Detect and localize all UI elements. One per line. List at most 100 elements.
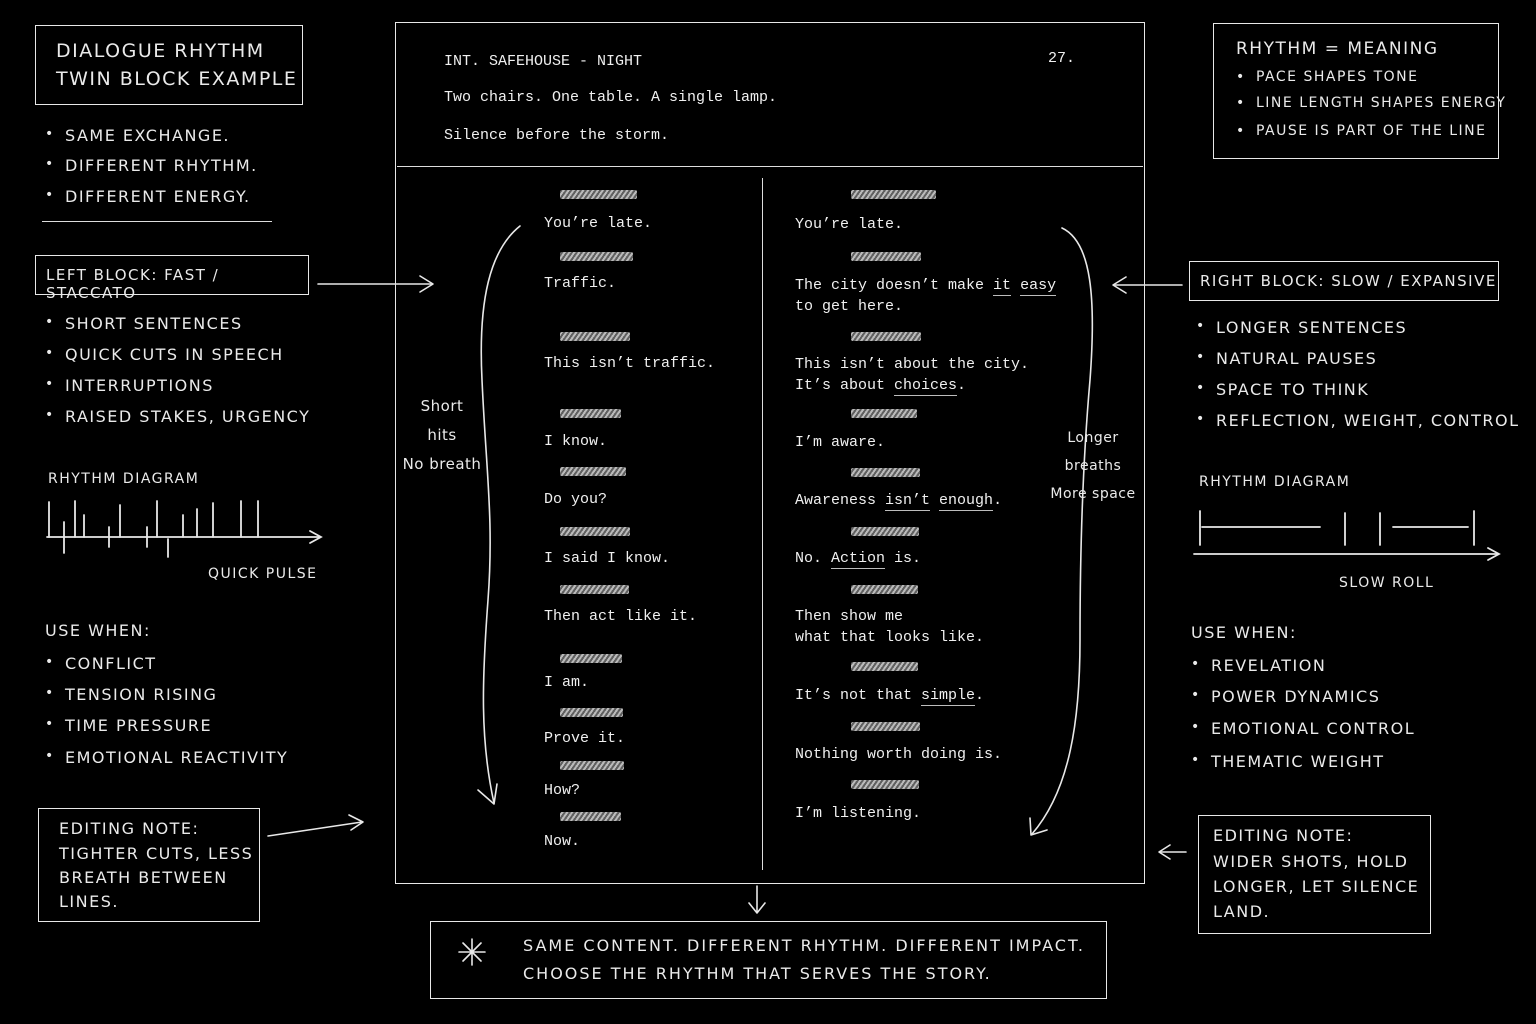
character-cue-bar (851, 468, 920, 477)
character-cue-bar (851, 585, 918, 594)
intro-bullet: Different rhythm. (45, 156, 258, 187)
left-dialogue-line: Do you? (544, 491, 608, 508)
right-editing-note-box: Editing note: Wider shots, hold longer, … (1198, 815, 1431, 934)
left-use-when-item: Emotional reactivity (45, 748, 288, 767)
character-cue-bar (560, 467, 626, 476)
slugline: INT. SAFEHOUSE - NIGHT (444, 53, 643, 70)
left-side-note-line: hits (427, 426, 457, 444)
left-dialogue-line: I am. (544, 674, 590, 691)
rhythm-meaning-bullets: Pace shapes tone Line length shapes ener… (1236, 69, 1506, 139)
left-diagram-caption: Quick pulse (208, 566, 318, 582)
footer-line-2: Choose the rhythm that serves the story. (523, 964, 992, 983)
rhythm-meaning-box: Rhythm = Meaning Pace shapes tone Line l… (1213, 23, 1505, 159)
right-dialogue-line: Then show me (795, 608, 904, 625)
left-block-label: Left Block: Fast / Staccato (46, 266, 220, 302)
left-editing-note-line: Tighter cuts, less (59, 844, 254, 863)
right-side-note-line: Longer (1067, 430, 1119, 446)
script-header-divider (397, 166, 1143, 167)
right-dialogue-line: It’s not that simple. (795, 687, 985, 706)
character-cue-bar (560, 585, 629, 594)
right-rhythm-diagram (1193, 510, 1501, 561)
rhythm-meaning-bullet: Pace shapes tone (1236, 69, 1506, 95)
character-cue-bar (851, 190, 936, 199)
asterisk-icon (458, 938, 486, 966)
left-dialogue-line: I said I know. (544, 550, 671, 567)
character-cue-bar (851, 332, 921, 341)
right-curved-arrow (1031, 227, 1094, 835)
right-editing-note-line: land. (1213, 902, 1271, 921)
left-bullet: Interruptions (45, 376, 310, 407)
right-dialogue-line: Nothing worth doing is. (795, 746, 1003, 763)
right-side-note-line: More space (1050, 486, 1136, 502)
right-editing-note-line: Editing note: (1213, 826, 1354, 845)
left-dialogue-line: Now. (544, 833, 581, 850)
rhythm-meaning-bullet: Line length shapes energy (1236, 95, 1506, 123)
left-dialogue-line: This isn’t traffic. (544, 355, 716, 372)
right-dialogue-line: This isn’t about the city. (795, 356, 1030, 373)
right-diagram-caption: Slow roll (1339, 575, 1435, 591)
left-block-label-box: Left Block: Fast / Staccato (35, 255, 309, 302)
character-cue-bar (560, 654, 622, 663)
right-use-when-item: Emotional control (1191, 719, 1415, 752)
left-dialogue-line: Prove it. (544, 730, 626, 747)
right-use-when-item: Thematic weight (1191, 752, 1415, 771)
right-diagram-title: Rhythm Diagram (1199, 474, 1351, 490)
page-number: 27. (1048, 50, 1076, 67)
left-block-bullets: Short sentences Quick cuts in speech Int… (45, 314, 310, 426)
right-use-when-item: Revelation (1191, 656, 1415, 687)
left-side-note-line: No breath (402, 455, 482, 473)
character-cue-bar (560, 812, 621, 821)
left-use-when-item: Conflict (45, 654, 288, 685)
right-curved-arrowhead (1029, 817, 1048, 836)
script-page (395, 22, 1145, 884)
left-editing-note-box: Editing note: Tighter cuts, less breath … (38, 808, 260, 922)
footer-line-1: Same content. Different rhythm. Differen… (523, 936, 1085, 955)
script-column-divider (762, 178, 763, 870)
action-line-2: Silence before the storm. (444, 127, 670, 144)
character-cue-bar (851, 252, 921, 261)
character-cue-bar (851, 780, 919, 789)
character-cue-bar (560, 761, 624, 770)
right-dialogue-line: what that looks like. (795, 629, 985, 646)
left-dialogue-line: You’re late. (544, 215, 653, 232)
right-block-bullets: Longer sentences Natural pauses Space to… (1196, 318, 1520, 430)
left-dialogue-line: I know. (544, 433, 608, 450)
action-line-1: Two chairs. One table. A single lamp. (444, 89, 778, 106)
left-curved-arrow (480, 225, 521, 804)
intro-divider (42, 221, 272, 222)
left-editing-note-line: breath between (59, 868, 228, 887)
right-block-label: Right Block: Slow / Expansive (1200, 272, 1497, 290)
right-side-note: Longer breaths More space (1046, 424, 1140, 508)
left-diagram-title: Rhythm Diagram (48, 471, 200, 487)
right-bullet: Space to think (1196, 380, 1520, 411)
left-curved-arrowhead (477, 783, 498, 805)
title-line-2: Twin Block Example (56, 68, 298, 90)
right-block-label-box: Right Block: Slow / Expansive (1189, 261, 1499, 301)
right-editing-note-line: longer, let silence (1213, 877, 1420, 896)
left-editing-note-line: lines. (59, 892, 119, 911)
left-note-arrow (267, 821, 363, 837)
right-dialogue-line: It’s about choices. (795, 377, 967, 396)
left-use-when-title: Use when: (45, 621, 151, 640)
intro-bullet: Different energy. (45, 187, 258, 206)
character-cue-bar (560, 409, 621, 418)
right-use-when-title: Use when: (1191, 623, 1297, 642)
left-use-when-list: Conflict Tension rising Time pressure Em… (45, 654, 288, 767)
right-dialogue-line: Awareness isn’t enough. (795, 492, 1003, 511)
right-dialogue-line: to get here. (795, 298, 904, 315)
right-dialogue-line: I’m listening. (795, 805, 922, 822)
right-bullet: Reflection, weight, control (1196, 411, 1520, 430)
left-bullet: Quick cuts in speech (45, 345, 310, 376)
intro-bullets: Same exchange. Different rhythm. Differe… (45, 126, 258, 206)
left-editing-note-line: Editing note: (59, 819, 200, 838)
right-dialogue-line: I’m aware. (795, 434, 886, 451)
right-dialogue-line: The city doesn’t make it easy (795, 277, 1057, 296)
character-cue-bar (560, 708, 623, 717)
rhythm-meaning-title: Rhythm = Meaning (1236, 39, 1439, 59)
character-cue-bar (851, 527, 919, 536)
character-cue-bar (851, 662, 918, 671)
right-dialogue-line: No. Action is. (795, 550, 922, 569)
title-line-1: Dialogue Rhythm (56, 40, 265, 62)
left-bullet: Raised stakes, urgency (45, 407, 310, 426)
